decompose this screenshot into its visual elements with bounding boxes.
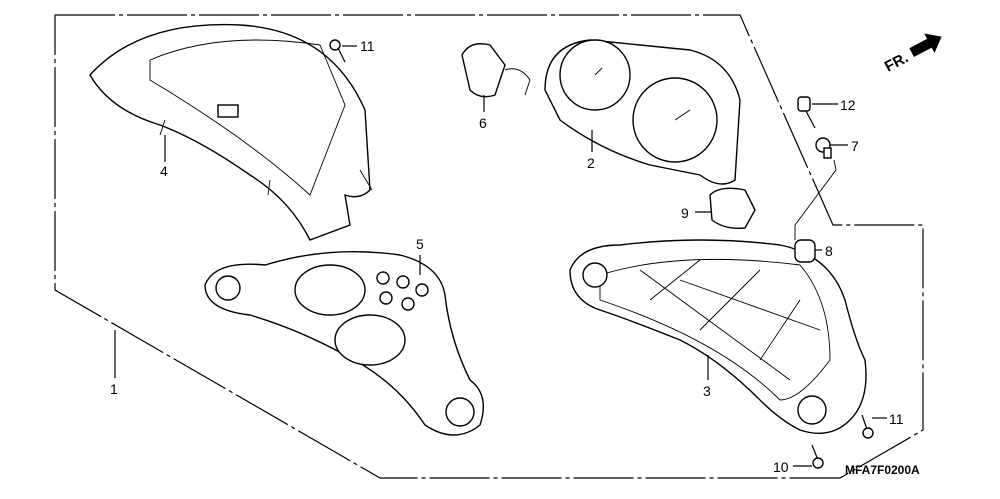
callout-2: 2 — [587, 155, 595, 171]
callout-11: 11 — [360, 38, 375, 54]
callout-1: 1 — [110, 381, 118, 397]
front-direction-indicator: FR. — [882, 33, 942, 76]
callout-6: 6 — [479, 115, 487, 131]
callout-3: 3 — [703, 383, 711, 399]
part-9-bracket[interactable] — [709, 187, 756, 230]
callout-7: 7 — [851, 138, 859, 154]
part-6-sensor[interactable] — [461, 43, 531, 98]
callout-4: 4 — [160, 163, 168, 179]
callout-5: 5 — [416, 236, 424, 252]
part-7-collar[interactable] — [815, 137, 832, 159]
assembly-boundary — [54, 14, 924, 479]
diagram-code: MFA7F0200A — [845, 463, 920, 477]
callout-11-lower: 11 — [889, 411, 904, 427]
part-11-screw-top[interactable] — [329, 39, 346, 63]
part-4-meter-cover[interactable] — [89, 23, 373, 241]
callout-10: 10 — [773, 459, 789, 475]
callout-12: 12 — [840, 97, 856, 113]
leader-lines — [114, 45, 887, 467]
front-label: FR. — [882, 49, 911, 75]
part-11-screw-bottom[interactable] — [861, 414, 874, 439]
part-10-screw[interactable] — [811, 444, 824, 469]
callout-8: 8 — [825, 243, 833, 259]
callout-9: 9 — [681, 205, 689, 221]
part-5-meter-panel[interactable] — [204, 250, 484, 436]
part-12-bolt[interactable] — [797, 96, 816, 129]
part-2-combination-meter[interactable] — [544, 39, 741, 185]
part-3-meter-case[interactable] — [569, 239, 867, 434]
part-8-grommet[interactable] — [794, 239, 816, 263]
front-arrow-icon — [909, 33, 942, 58]
